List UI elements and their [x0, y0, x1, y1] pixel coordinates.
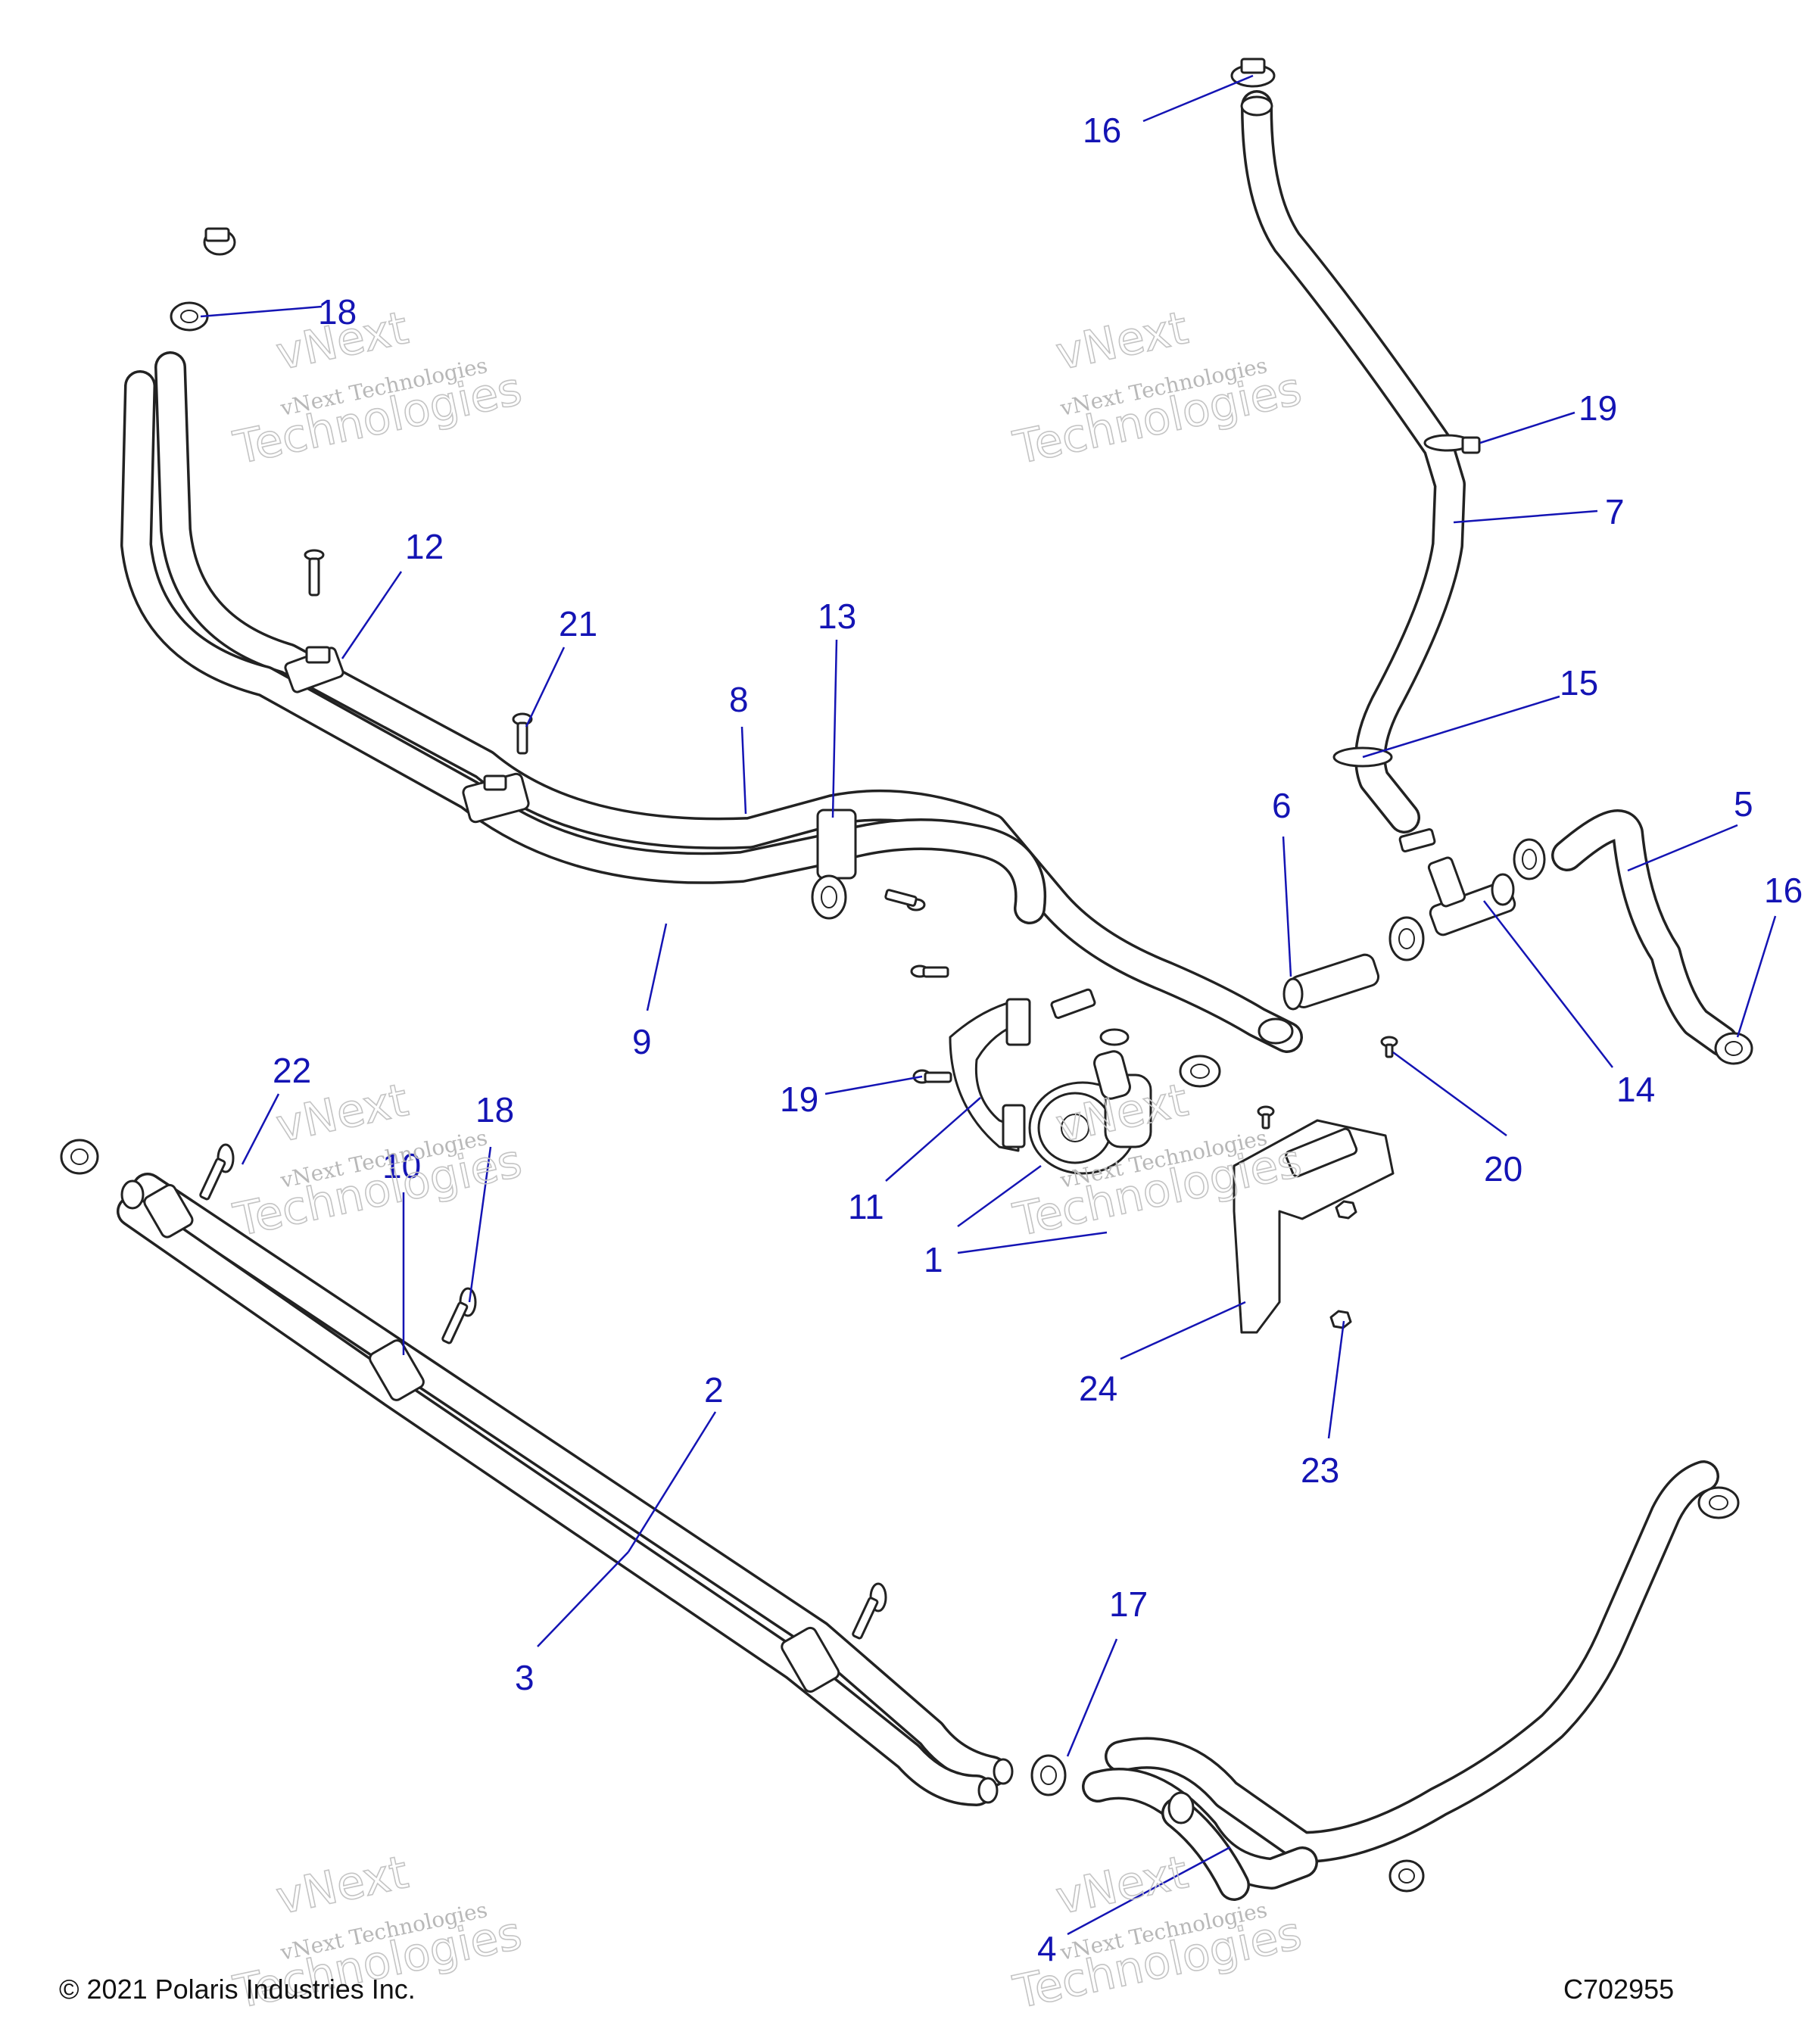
tube-9	[120, 370, 1047, 924]
svg-text:vNext: vNext	[272, 1846, 413, 1925]
watermark-3: vNext vNext Technologies Technologies	[229, 1073, 527, 1248]
tube-4-stub	[1161, 1791, 1250, 1901]
callout-24: 24	[1079, 1369, 1117, 1408]
small-part-top	[1050, 988, 1096, 1019]
bolt-18-lower	[441, 1287, 477, 1344]
callout-22: 22	[273, 1051, 311, 1090]
bracket-24	[1233, 1119, 1395, 1334]
pump-1	[1028, 1028, 1152, 1175]
callout-5: 5	[1734, 784, 1753, 824]
clamp-mid	[462, 772, 530, 824]
clamp-4-bottom	[1388, 1859, 1425, 1893]
callout-23: 23	[1301, 1450, 1339, 1490]
callout-3: 3	[515, 1658, 535, 1697]
coupler-6	[1282, 953, 1380, 1011]
tube-2-end	[120, 1179, 145, 1210]
bolt-upper-left	[304, 549, 325, 597]
callout-6: 6	[1272, 786, 1292, 825]
callout-2: 2	[704, 1370, 724, 1410]
callout-labels: 18 16 19 7 15 6 5 16 14 20 12 21 8 13 9 …	[273, 111, 1803, 1968]
callout-18-lower: 18	[475, 1090, 514, 1129]
nut-23-upper	[1335, 1200, 1357, 1220]
callout-13: 13	[818, 597, 856, 636]
clamp-13	[811, 809, 857, 920]
callout-11: 11	[848, 1187, 884, 1226]
svg-text:vNext: vNext	[1052, 1846, 1192, 1925]
nut-23	[1329, 1310, 1352, 1329]
callout-4: 4	[1037, 1929, 1057, 1968]
svg-text:vNext: vNext	[272, 301, 413, 381]
tube-3	[117, 1195, 993, 1806]
drawing-number: C702955	[1563, 1974, 1674, 2005]
callout-15: 15	[1560, 663, 1598, 703]
watermark-1: vNext vNext Technologies Technologies	[229, 301, 527, 475]
tube-4	[1105, 1460, 1719, 1863]
tube-2	[132, 1173, 1008, 1787]
watermark-6: vNext vNext Technologies Technologies	[1008, 1845, 1307, 2020]
callout-16-top: 16	[1083, 111, 1121, 150]
svg-text:vNext: vNext	[1052, 301, 1192, 381]
callout-10: 10	[382, 1146, 421, 1186]
callout-8: 8	[729, 680, 749, 719]
tube-7	[1241, 90, 1466, 833]
screw-bracket-top	[1257, 1105, 1275, 1129]
callout-12: 12	[405, 527, 444, 566]
clamp-10-lower	[369, 1339, 425, 1401]
tube-7-top-end	[1240, 95, 1273, 117]
clamp-16-right	[1714, 1032, 1753, 1065]
tube-2-end-right	[993, 1758, 1014, 1785]
clamp-18-top	[170, 227, 236, 332]
clamp-lower-left	[60, 1139, 99, 1175]
clamp-12	[284, 646, 344, 693]
callout-7: 7	[1605, 492, 1625, 531]
tee-fitting-14	[1427, 856, 1516, 936]
callout-9: 9	[632, 1022, 652, 1061]
clamp-17	[1030, 1754, 1067, 1796]
screw-mid-2	[910, 964, 949, 978]
copyright-text: © 2021 Polaris Industries Inc.	[59, 1974, 416, 2005]
bolt-22	[199, 1143, 235, 1201]
callout-21: 21	[559, 604, 597, 643]
leader-lines	[200, 74, 1777, 1936]
screw-20	[1380, 1036, 1398, 1058]
clamp-lower-right	[781, 1626, 840, 1693]
bolt-lower-mid	[852, 1582, 887, 1640]
callout-18-top: 18	[318, 292, 357, 332]
screw-21	[512, 712, 533, 755]
tube-8	[154, 351, 1303, 1053]
callout-16-right: 16	[1764, 871, 1803, 910]
callout-19-lower: 19	[780, 1080, 818, 1119]
screw-mid-1	[884, 889, 926, 911]
tube-end	[1258, 1017, 1294, 1045]
callout-1: 1	[924, 1240, 943, 1279]
tube-3-end-right	[977, 1777, 999, 1804]
watermark-2: vNext vNext Technologies Technologies	[1008, 301, 1307, 475]
clamp-4-top	[1697, 1486, 1740, 1519]
clamp-lower-end	[143, 1183, 194, 1239]
callout-14: 14	[1616, 1070, 1655, 1109]
callout-20: 20	[1484, 1149, 1522, 1189]
clamp-pump	[1179, 1055, 1221, 1088]
tube-5	[1551, 809, 1738, 1057]
callout-19-upper: 19	[1579, 388, 1617, 428]
clamp-5-left	[1513, 838, 1546, 880]
callout-17: 17	[1109, 1584, 1148, 1624]
clamp-14-left	[1388, 916, 1425, 961]
small-clip	[1398, 828, 1436, 852]
clamp-19-upper	[1423, 434, 1481, 454]
bracket-11	[949, 998, 1031, 1152]
